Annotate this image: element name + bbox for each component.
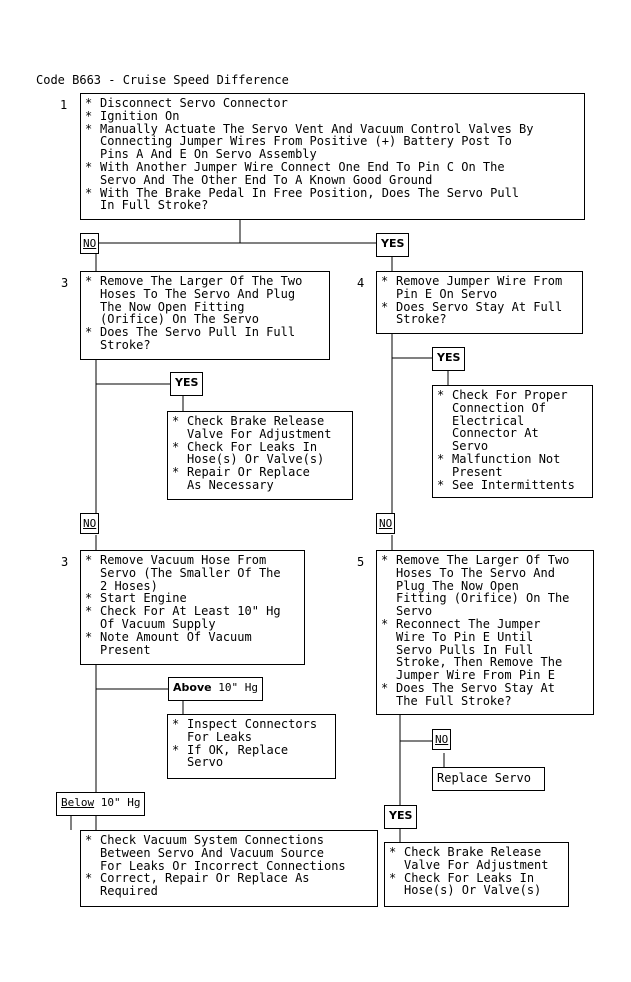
step-number-4: 4 [357,276,365,290]
bullet-item-continuation: 2 Hoses) [100,578,158,593]
label-yes-step5: YES [384,805,418,829]
bullet-item-continuation: Jumper Wire From Pin E [396,668,555,683]
bullet-item-continuation: Pins A And E On Servo Assembly [100,147,317,162]
bullet-item-continuation: Stroke? [396,312,447,327]
bullet-item: Check For At Least 10" Hg [85,605,300,618]
step-number-1: 1 [60,98,68,112]
bullet-item-continuation: For Leaks Or Incorrect Connections [100,858,346,873]
bullet-item-continuation: Servo [396,604,433,619]
bullet-item: Does The Servo Pull In Full [85,326,325,339]
bullet-item: Ignition On [85,109,580,123]
label-yes-step1: YES [376,233,410,257]
bullet-item-continuation: The Now Open Fitting [100,299,245,314]
bullet-item: Remove The Larger Of The Two [85,275,325,288]
bullet-item-continuation: Pin E On Servo [396,286,498,301]
bullet-item: Manually Actuate The Servo Vent And Vacu… [85,122,580,136]
bullet-item: Does The Servo Stay At [381,682,589,695]
bullet-item-continuation: Servo (The Smaller Of The [100,565,281,580]
bullet-item: Start Engine [85,592,300,605]
label-yes-step3a: YES [170,372,204,396]
bullet-item-continuation: Hoses To The Servo And [396,565,555,580]
bullet-item-continuation: For Leaks [187,729,253,744]
bullet-item: Check For Leaks In [389,871,564,885]
bullet-item-continuation: Servo [452,439,489,454]
bullet-item: Check Brake Release [389,846,564,859]
bullet-item: Check Brake Release [172,415,348,428]
bullet-item-continuation: Present [100,642,151,657]
bullet-item-continuation: Plug The Now Open [396,578,519,593]
bullet-item: Correct, Repair Or Replace As [85,872,373,885]
bullet-item: If OK, Replace [172,743,331,757]
bullet-item: Check Vacuum System Connections [85,834,373,847]
label-no-step3a: NO [80,513,100,534]
bullet-item-continuation: Servo [187,755,224,770]
bullet-item: Disconnect Servo Connector [85,97,580,110]
page-title: Code B663 - Cruise Speed Difference [36,73,289,87]
step-number-5: 5 [357,555,365,569]
label-above-10-hg: Above 10" Hg [168,677,263,701]
bullet-item: With The Brake Pedal In Free Position, D… [85,186,580,200]
bullet-item: Repair Or Replace [172,466,348,479]
step-number-3a: 3 [61,276,69,290]
bullet-item-continuation: Stroke, Then Remove The [396,655,563,670]
bullet-item: See Intermittents [437,478,588,492]
result-replace-servo-box: Replace Servo [432,767,545,791]
bullet-item-continuation: Between Servo And Vacuum Source [100,845,324,860]
bullet-item: With Another Jumper Wire Connect One End… [85,161,580,174]
bullet-item-continuation: Electrical [452,413,525,428]
bullet-item-continuation: Present [452,464,503,479]
step-number-3b: 3 [61,555,69,569]
bullet-item-continuation: Servo Pulls In Full [396,642,534,657]
bullet-item-continuation: Hose(s) Or Valve(s) [187,452,325,467]
bullet-item-continuation: Valve For Adjustment [187,426,332,441]
label-no-step4: NO [376,513,396,534]
bullet-item-continuation: In Full Stroke? [100,198,209,213]
bullet-item-continuation: Connecting Jumper Wires From Positive (+… [100,134,512,149]
bullet-item-continuation: Hose(s) Or Valve(s) [404,883,542,898]
bullet-item: Reconnect The Jumper [381,618,589,631]
bullet-item-continuation: Hoses To The Servo And Plug [100,286,296,301]
label-no-step1: NO [80,233,100,254]
bullet-item: Remove Vacuum Hose From [85,554,300,567]
bullet-item-continuation: The Full Stroke? [396,693,512,708]
bullet-item-continuation: Wire To Pin E Until [396,629,534,644]
label-yes-step4: YES [432,347,466,371]
bullet-item: Malfunction Not [437,453,588,466]
bullet-item-continuation: Servo And The Other End To A Known Good … [100,172,433,187]
bullet-item-continuation: Connection Of [452,400,546,415]
bullet-item-continuation: Connector At [452,426,539,441]
step-1-box: Disconnect Servo ConnectorIgnition OnMan… [80,93,585,220]
bullet-item: Check For Leaks In [172,440,348,454]
bullet-item: Remove Jumper Wire From [381,275,578,288]
replace-servo-text: Replace Servo [437,771,531,785]
bullet-item-continuation: Valve For Adjustment [404,857,549,872]
label-below-10-hg: Below 10" Hg [56,792,146,816]
bullet-item-continuation: Fitting (Orifice) On The [396,591,570,606]
bullet-item: Check For Proper [437,389,588,402]
bullet-item-continuation: Required [100,884,158,899]
label-no-step5: NO [432,729,452,750]
bullet-item: Note Amount Of Vacuum [85,630,300,644]
bullet-item: Inspect Connectors [172,718,331,731]
bullet-item-continuation: Stroke? [100,337,151,352]
bullet-item-continuation: (Orifice) On The Servo [100,312,259,327]
bullet-item: Does Servo Stay At Full [381,300,578,314]
bullet-item-continuation: As Necessary [187,477,274,492]
bullet-item-continuation: Of Vacuum Supply [100,616,216,631]
bullet-item: Remove The Larger Of Two [381,554,589,567]
